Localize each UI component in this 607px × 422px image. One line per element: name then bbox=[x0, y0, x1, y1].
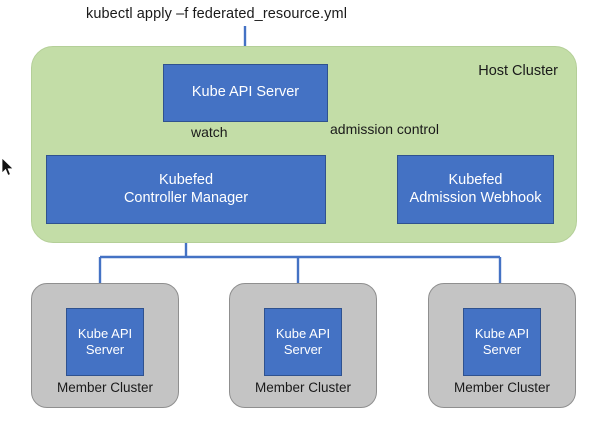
kubefed-admission-webhook-box: Kubefed Admission Webhook bbox=[397, 155, 554, 224]
member-cluster-3-label: Member Cluster bbox=[453, 380, 551, 395]
mouse-cursor-icon bbox=[1, 157, 14, 176]
controller-manager-label-line1: Kubefed bbox=[158, 171, 214, 188]
member-cluster-1-api-label-line2: Server bbox=[85, 342, 125, 357]
member-cluster-1: Kube API Server Member Cluster bbox=[31, 283, 179, 408]
admission-webhook-label-line1: Kubefed bbox=[448, 171, 503, 188]
edge-label-admission-control: admission control bbox=[330, 121, 439, 137]
host-kube-api-server-label: Kube API Server bbox=[191, 84, 300, 101]
member-cluster-1-api-label-line1: Kube API bbox=[77, 325, 133, 341]
member-cluster-3-kube-api-server-box: Kube API Server bbox=[463, 308, 541, 376]
controller-manager-label-line2: Controller Manager bbox=[123, 189, 249, 206]
host-cluster-label: Host Cluster bbox=[478, 63, 558, 79]
admission-webhook-label-line2: Admission Webhook bbox=[409, 189, 542, 206]
host-kube-api-server-box: Kube API Server bbox=[163, 64, 328, 122]
member-cluster-1-kube-api-server-box: Kube API Server bbox=[66, 308, 144, 376]
member-cluster-3: Kube API Server Member Cluster bbox=[428, 283, 576, 408]
member-cluster-3-api-label-line2: Server bbox=[482, 342, 522, 357]
member-cluster-2: Kube API Server Member Cluster bbox=[229, 283, 377, 408]
member-cluster-1-label: Member Cluster bbox=[56, 380, 154, 395]
member-cluster-2-label: Member Cluster bbox=[254, 380, 352, 395]
kubefed-controller-manager-box: Kubefed Controller Manager bbox=[46, 155, 326, 224]
member-cluster-2-api-label-line2: Server bbox=[283, 342, 323, 357]
member-cluster-2-kube-api-server-box: Kube API Server bbox=[264, 308, 342, 376]
edge-label-watch: watch bbox=[191, 124, 228, 140]
member-cluster-3-api-label-line1: Kube API bbox=[474, 325, 530, 341]
kubectl-command-label: kubectl apply –f federated_resource.yml bbox=[86, 6, 348, 22]
member-cluster-2-api-label-line1: Kube API bbox=[275, 325, 331, 341]
